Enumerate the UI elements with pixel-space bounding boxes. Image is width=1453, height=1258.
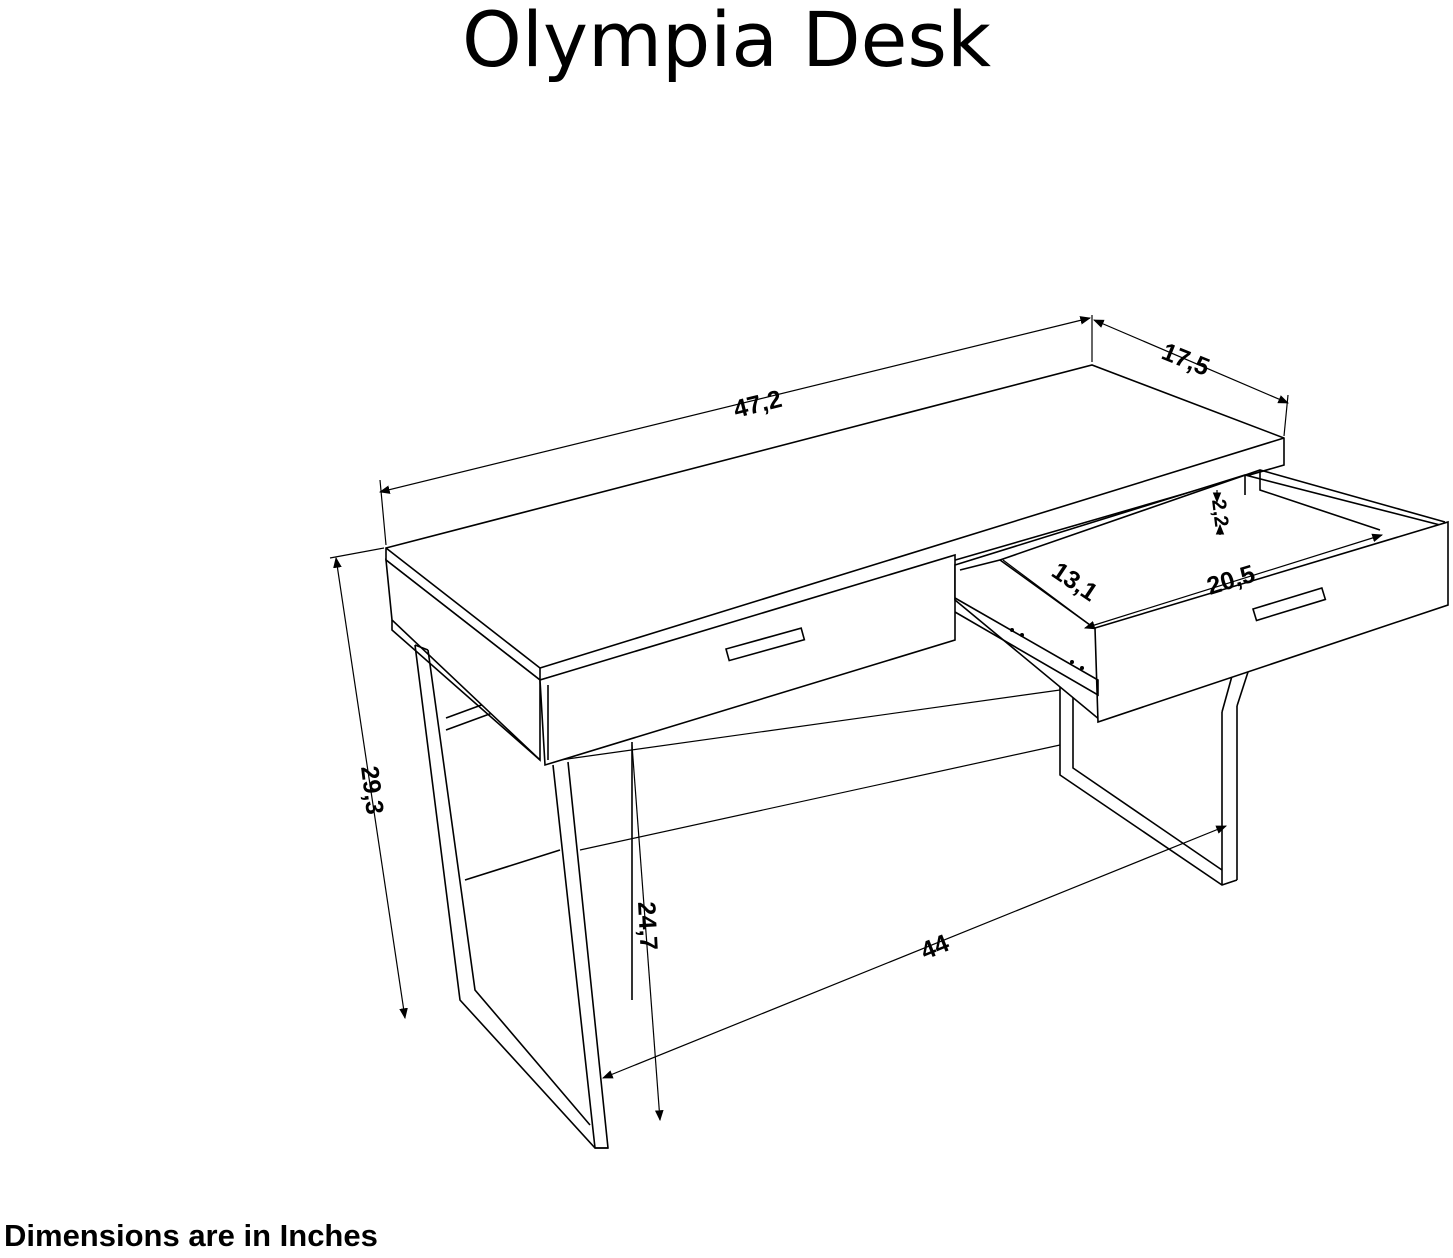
- left-drawer-handle: [725, 627, 806, 662]
- units-note: Dimensions are in Inches: [4, 1218, 378, 1253]
- front-left-leg: [414, 644, 609, 1149]
- leg-inner-height-label: 24,7: [632, 901, 663, 951]
- dimension-lines: [329, 315, 1384, 1122]
- height-label: 29,3: [355, 764, 389, 816]
- drawer-height-label: 2,2: [1207, 498, 1232, 528]
- desk-drawing: [385, 364, 1449, 1149]
- front-right-leg: [1221, 671, 1249, 880]
- depth-label: 17,5: [1158, 338, 1214, 382]
- back-rail: [559, 689, 1061, 761]
- left-drawer-front: [539, 553, 956, 767]
- leg-span-label: 44: [917, 929, 953, 965]
- page-title: Olympia Desk: [462, 0, 991, 84]
- width-label: 47,2: [731, 385, 785, 424]
- drawer-slide: [954, 597, 1099, 697]
